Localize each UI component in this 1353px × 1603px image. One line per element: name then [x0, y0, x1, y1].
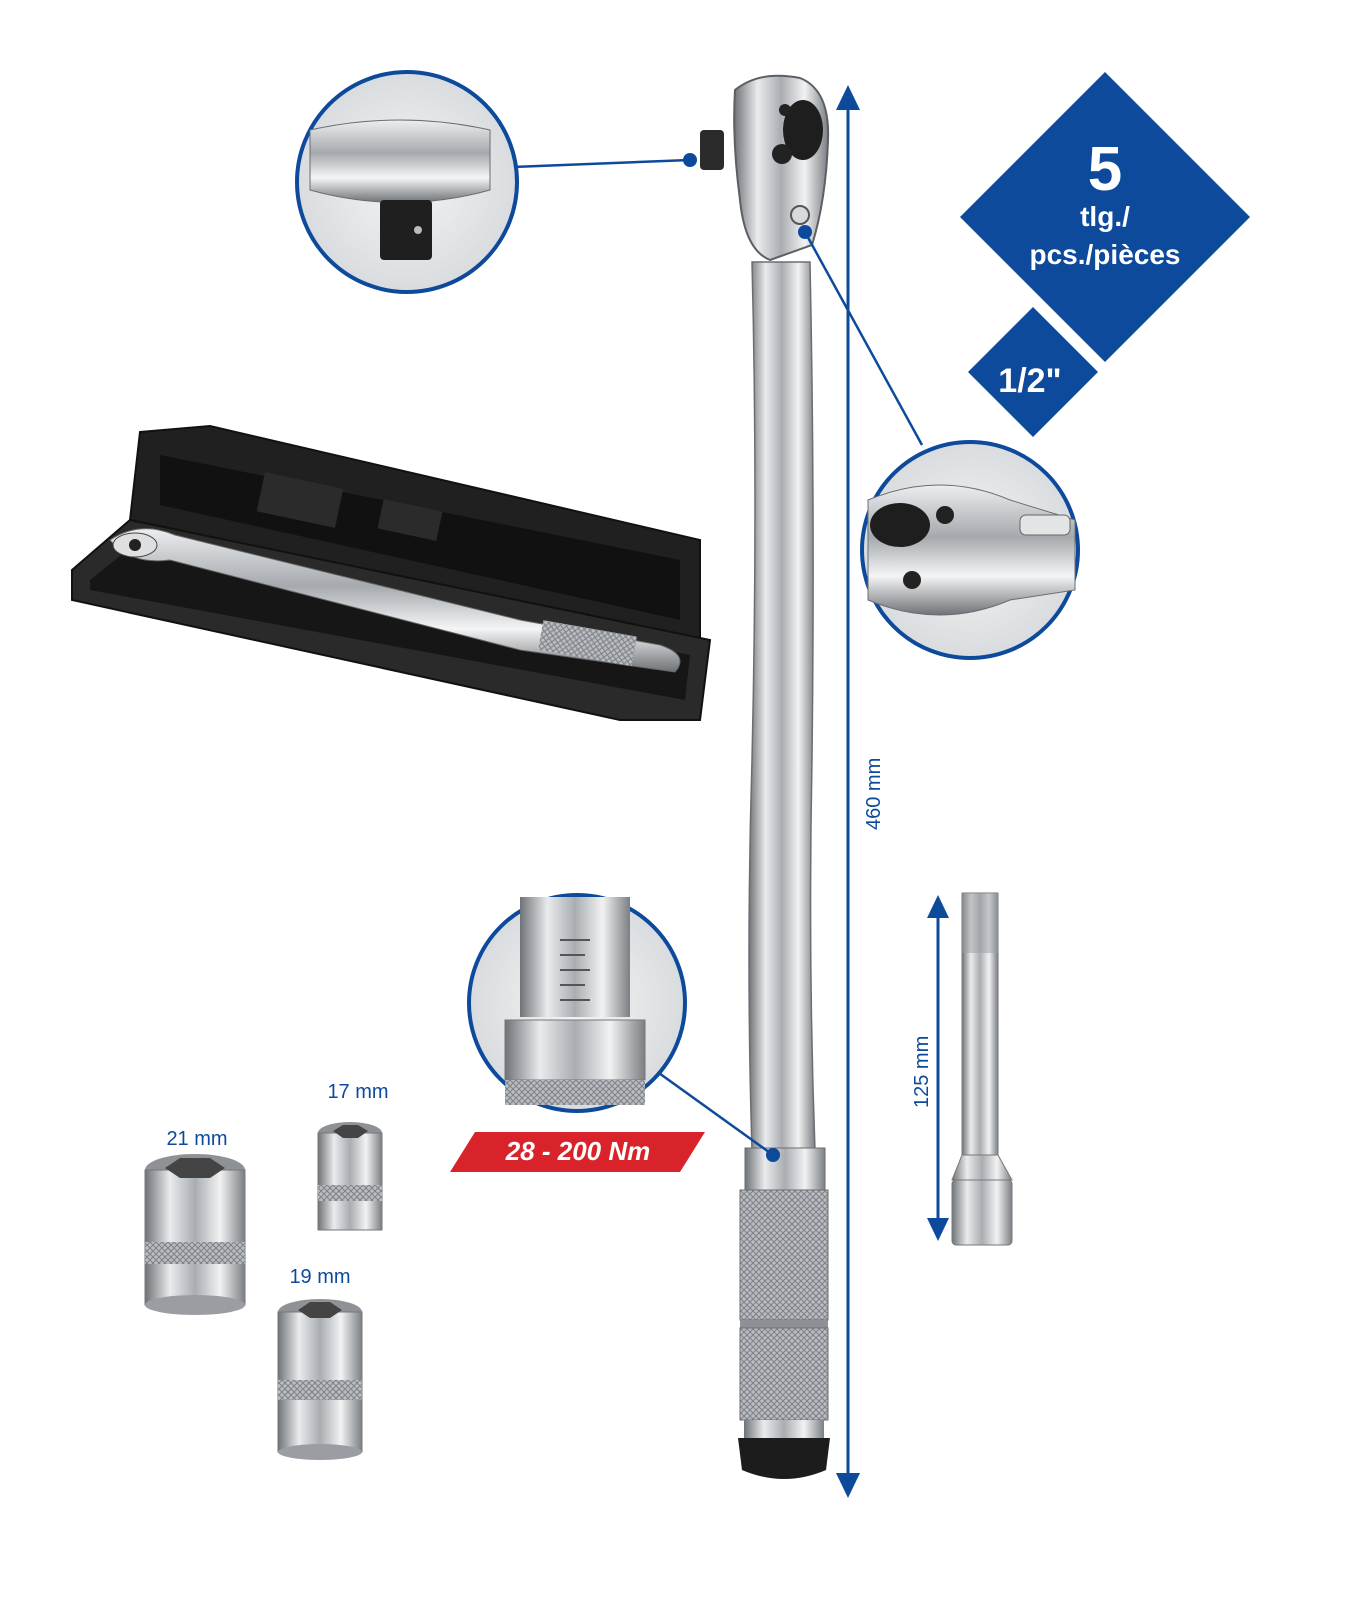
- piece-count-badge: [960, 72, 1250, 437]
- wrench-in-case: [109, 528, 681, 673]
- wrench-shaft: [748, 261, 816, 1151]
- socket-19mm: [277, 1299, 363, 1460]
- zoom-square-drive: [295, 70, 697, 294]
- scale-collar: [744, 1147, 826, 1193]
- length-dimension: [836, 85, 860, 1498]
- zoom-reverse-lever: [798, 225, 1080, 660]
- socket-21mm-label: 21 mm: [166, 1128, 227, 1150]
- badge-line-1: tlg./: [1080, 201, 1130, 232]
- square-drive-zoom: [380, 200, 432, 260]
- socket-19mm-label: 19 mm: [289, 1266, 350, 1288]
- drive-size-badge: [968, 307, 1098, 437]
- torque-wrench: [700, 74, 830, 1479]
- end-cap: [738, 1438, 830, 1479]
- zoom-torque-scale: [467, 893, 780, 1162]
- badge-count: 5: [1088, 135, 1122, 204]
- socket-21mm: [144, 1154, 246, 1315]
- knurled-handle-lower: [739, 1327, 829, 1421]
- extension-length-label: 125 mm: [911, 1036, 933, 1108]
- ratchet-hole: [783, 100, 823, 160]
- extension-dimension: [927, 895, 949, 1241]
- carry-case: [71, 424, 712, 721]
- reverse-lever: [790, 205, 810, 225]
- socket-17mm-label: 17 mm: [327, 1081, 388, 1103]
- ratchet-head: [733, 74, 830, 262]
- torque-range-label: 28 - 200 Nm: [505, 1136, 651, 1166]
- badge-line-2: pcs./pièces: [1030, 239, 1181, 270]
- extension-bar: [951, 892, 1013, 1246]
- knurled-handle-upper: [739, 1189, 829, 1321]
- wrench-length-label: 460 mm: [863, 758, 885, 830]
- socket-17mm: [317, 1122, 383, 1231]
- torque-range-tag: [450, 1132, 705, 1172]
- square-drive: [700, 130, 724, 170]
- drive-size-label: 1/2": [998, 362, 1061, 400]
